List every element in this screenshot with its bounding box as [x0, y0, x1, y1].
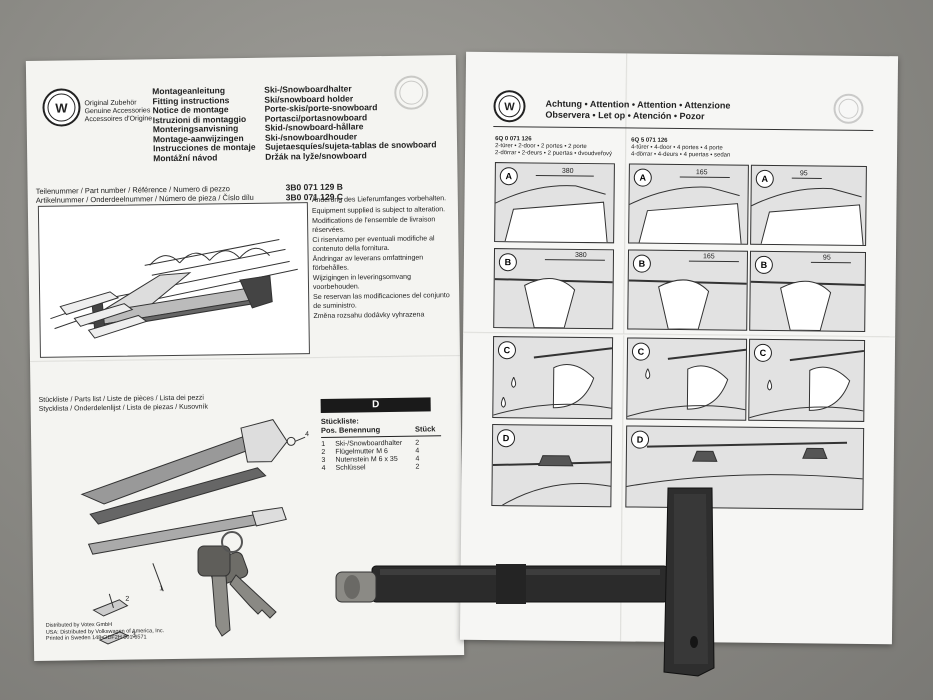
step-a-panel-3: A 95 [750, 164, 867, 246]
key-ring [221, 531, 243, 553]
attention-sheet: W Achtung • Attention • Attention • Atte… [459, 51, 899, 645]
step-c-drawing [493, 347, 613, 416]
step-a-drawing [495, 174, 608, 243]
ski-rack-drawing [50, 239, 298, 339]
step-b-panel-1: B 380 [493, 248, 615, 330]
step-a-panel-1: A 380 [494, 162, 615, 244]
step-a-panel-2: A 165 [628, 163, 749, 245]
step-b-panel-3: B 95 [749, 250, 867, 332]
ski-rack-illustration [37, 202, 310, 358]
step-b-drawing [750, 261, 865, 331]
step-c-panel-1: C [492, 336, 614, 420]
parts-illustration: 1 2 3 4 [41, 411, 316, 655]
step-c-drawing [749, 349, 865, 419]
step-d-panel-1: D [491, 424, 613, 508]
step-d-drawing [492, 455, 611, 506]
fitting-instructions-sheet: W Original Zubehör Genuine Accessories A… [25, 55, 465, 661]
tool-tip [335, 571, 377, 603]
step-c-panel-2: C [626, 337, 748, 421]
step-a-drawing [751, 177, 864, 245]
step-b-panel-2: B 165 [627, 249, 749, 331]
step-d-drawing [626, 441, 863, 487]
step-b-drawing [628, 260, 747, 330]
step-c-panel-3: C [748, 338, 866, 422]
step-a-drawing [629, 176, 742, 244]
tool-shaft [371, 564, 669, 604]
key-2 [197, 545, 231, 637]
tool-handle [663, 487, 715, 677]
step-c-drawing [627, 348, 747, 417]
step-b-drawing [494, 259, 613, 329]
parts-drawing [80, 419, 306, 645]
step-d-panel-2: D [625, 425, 865, 510]
